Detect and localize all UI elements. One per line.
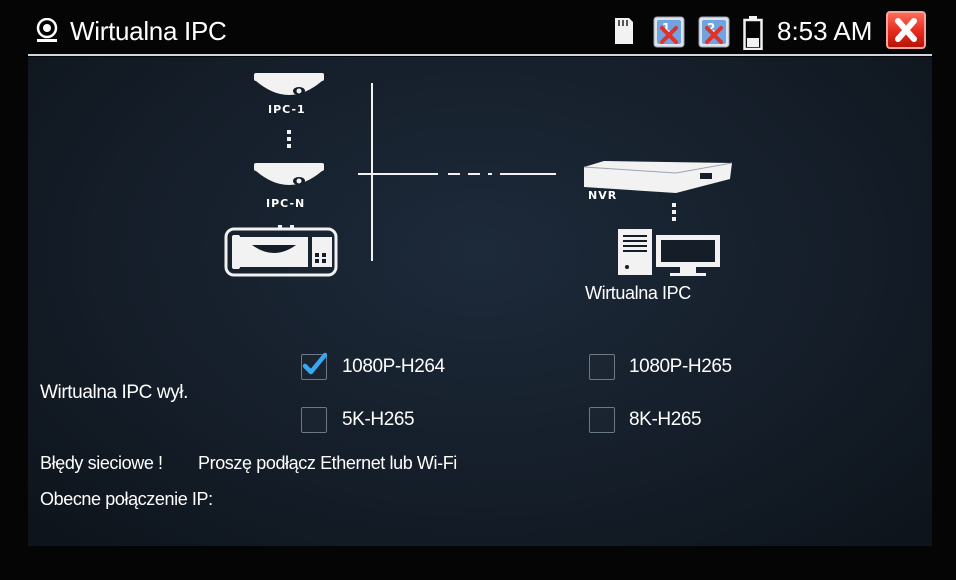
network-2-disconnected-icon: 2 (698, 16, 730, 48)
camera-icon (254, 163, 324, 185)
camera-bottom-label: IPC-N (266, 197, 306, 210)
option-1080p-h265-checkbox[interactable] (589, 354, 615, 380)
app-title: Wirtualna IPC (70, 16, 227, 46)
close-button[interactable] (886, 11, 926, 49)
option-5k-h265-label: 5K-H265 (342, 409, 415, 430)
virtual-ipc-app-icon (36, 18, 58, 42)
svg-text:2: 2 (707, 21, 715, 35)
mode-status-label: Wirtualna IPC wył. (40, 382, 189, 403)
checkmark-icon (302, 352, 327, 375)
option-5k-h265-checkbox[interactable] (301, 407, 327, 433)
network-diagram (224, 73, 733, 277)
option-8k-h265-label: 8K-H265 (629, 409, 702, 430)
ellipsis-icon (287, 130, 291, 148)
network-error-label: Błędy sieciowe ! (40, 453, 163, 473)
current-ip-connection-label: Obecne połączenie IP: (40, 489, 213, 509)
close-icon (895, 18, 917, 42)
option-8k-h265-checkbox[interactable] (589, 407, 615, 433)
virtual-ipc-label: Wirtualna IPC (585, 283, 691, 303)
battery-icon (743, 16, 763, 50)
camera-top-label: IPC-1 (268, 103, 306, 116)
option-1080p-h265-label: 1080P-H265 (629, 356, 732, 377)
network-error-message: Proszę podłącz Ethernet lub Wi-Fi (198, 453, 457, 473)
ellipsis-icon (672, 203, 676, 221)
clock: 8:53 AM (777, 16, 873, 46)
option-1080p-h264-label: 1080P-H264 (342, 356, 445, 377)
nvr-icon (583, 161, 733, 193)
content-panel: IPC-1 IPC-N NVR Wirtualna IPC Wirtualna … (28, 57, 932, 546)
computer-icon (618, 229, 720, 276)
tester-device-icon (224, 225, 338, 277)
recorder-label: NVR (588, 189, 618, 202)
sd-card-icon (615, 18, 633, 44)
svg-text:1: 1 (662, 21, 670, 35)
camera-icon (254, 73, 324, 95)
title-bar: Wirtualna IPC 1 2 8:53 AM (28, 8, 932, 56)
option-1080p-h264-checkbox[interactable] (301, 352, 327, 380)
network-1-disconnected-icon: 1 (653, 16, 685, 48)
